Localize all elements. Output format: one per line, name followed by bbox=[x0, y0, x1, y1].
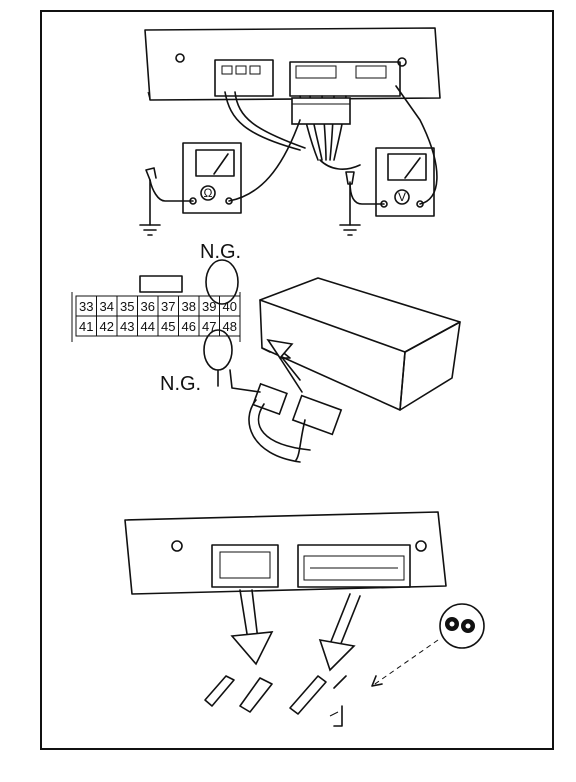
removal-arrows bbox=[230, 589, 439, 687]
connector-pin-number: 45 bbox=[161, 319, 175, 334]
unit-connector-right bbox=[289, 61, 401, 97]
connector-pin-cell bbox=[219, 315, 241, 337]
connector-pin-number: 43 bbox=[120, 319, 134, 334]
connector-pin-number: 35 bbox=[120, 299, 134, 314]
arrow-down-icon bbox=[230, 631, 274, 666]
connector-pin-number: 36 bbox=[141, 299, 155, 314]
unit-connector-left bbox=[214, 59, 274, 97]
harness-connector bbox=[291, 97, 351, 125]
continuity-loop bbox=[203, 259, 239, 387]
ground-icon bbox=[139, 224, 161, 236]
connector-pin-number: 42 bbox=[100, 319, 114, 334]
connector-pin-number: 44 bbox=[141, 319, 155, 334]
top-control-unit bbox=[144, 27, 441, 101]
large-connector-socket bbox=[297, 544, 411, 588]
connector-pin-number: 48 bbox=[223, 319, 237, 334]
voltmeter-symbol: V bbox=[398, 190, 406, 204]
ohmmeter: Ω bbox=[139, 119, 301, 236]
connector-pin-number: 38 bbox=[182, 299, 196, 314]
voltmeter: V bbox=[339, 85, 438, 236]
ng-label-top: N.G. bbox=[200, 241, 241, 263]
connector-pin-number: 37 bbox=[161, 299, 175, 314]
ohmmeter-symbol: Ω bbox=[204, 186, 213, 200]
wire-harness bbox=[224, 91, 361, 170]
mounting-screw-icon bbox=[415, 540, 427, 552]
figure-frame bbox=[40, 10, 554, 750]
bottom-control-unit bbox=[124, 511, 447, 595]
ground-icon bbox=[339, 224, 361, 236]
mounting-screw-icon bbox=[175, 53, 185, 63]
connector-pin-number: 33 bbox=[79, 299, 93, 314]
small-connector-socket bbox=[211, 544, 279, 588]
mounting-screw-icon bbox=[171, 540, 183, 552]
connector-pin-number: 41 bbox=[79, 319, 93, 334]
terminal-detail-icon bbox=[439, 603, 485, 649]
ng-label-bottom: N.G. bbox=[160, 373, 201, 395]
control-unit-box bbox=[229, 277, 461, 463]
connector-pin-number: 34 bbox=[100, 299, 114, 314]
connector-pin-number: 47 bbox=[202, 319, 216, 334]
connector-pin-number: 46 bbox=[182, 319, 196, 334]
arrow-down-icon bbox=[318, 638, 356, 672]
removed-terminals bbox=[204, 675, 347, 727]
connector-pin-number: 39 bbox=[202, 299, 216, 314]
